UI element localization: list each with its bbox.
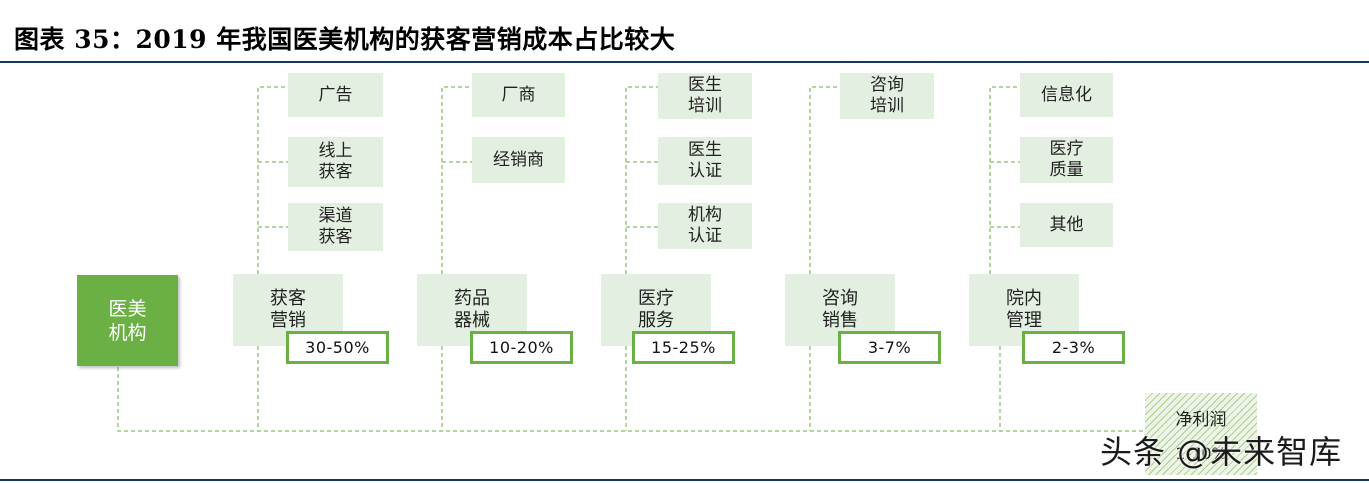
item-box: 线上 获客 [288, 137, 383, 187]
item-box: 机构 认证 [658, 203, 752, 249]
item-box: 渠道 获客 [288, 203, 383, 251]
percentage-badge: 3-7% [838, 331, 941, 364]
item-box: 医生 认证 [658, 137, 752, 185]
item-box: 咨询 培训 [840, 73, 934, 119]
percentage-badge: 15-25% [632, 331, 735, 364]
net-profit-percentage: 1-10% [1175, 444, 1227, 463]
item-box: 厂商 [472, 73, 565, 117]
branch-line [989, 86, 1020, 274]
item-box: 医生 培训 [658, 73, 752, 119]
branch-line [625, 86, 658, 274]
root-node: 医美 机构 [77, 275, 178, 366]
title-rule [0, 61, 1369, 63]
item-box: 广告 [288, 73, 383, 117]
percentage-badge: 10-20% [470, 331, 573, 364]
watermark: 头条 @未来智库 [1100, 433, 1343, 471]
bottom-rule [0, 479, 1369, 481]
figure-title: 图表 35：2019 年我国医美机构的获客营销成本占比较大 [14, 25, 676, 54]
bus-line [117, 367, 1148, 432]
percentage-badge: 2-3% [1022, 331, 1125, 364]
root-label: 医美 机构 [108, 297, 147, 344]
item-box: 医疗 质量 [1020, 137, 1113, 183]
item-box: 其他 [1020, 203, 1113, 247]
item-box: 信息化 [1020, 73, 1113, 117]
branch-line [809, 86, 840, 274]
branch-line [257, 86, 288, 274]
net-profit-box: 净利润 1-10% [1145, 393, 1257, 475]
percentage-badge: 30-50% [286, 331, 389, 364]
item-box: 经销商 [472, 137, 565, 183]
branch-line [441, 86, 472, 274]
net-profit-label: 净利润 [1175, 410, 1227, 430]
